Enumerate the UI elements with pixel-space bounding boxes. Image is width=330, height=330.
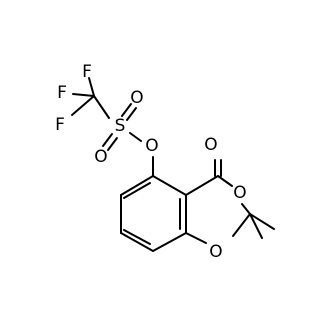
bond-c5-c6-inner <box>123 182 151 199</box>
bond-c-s <box>93 95 110 119</box>
bond-s-o-up-b <box>126 107 137 121</box>
atom-o-ring-1: O <box>209 242 222 262</box>
atom-f2: F <box>57 83 67 103</box>
atom-o-carbonyl: O <box>204 135 217 155</box>
bond-c7-c8-inner <box>123 229 151 245</box>
bonds <box>71 77 275 252</box>
atom-f3: F <box>55 115 65 135</box>
bond-c2-me1 <box>249 213 275 230</box>
atom-s: S <box>115 116 126 136</box>
bond-c2-o1 <box>232 213 251 237</box>
atom-o-ester: O <box>145 136 158 156</box>
bond-c7-c8 <box>120 232 154 252</box>
bond-c4a-c4 <box>185 175 219 196</box>
bond-o1-c8a <box>185 232 207 244</box>
bond-s-o-down-b <box>107 137 118 151</box>
bond-c8-c8a <box>152 232 187 252</box>
bond-c4-o3 <box>217 175 233 187</box>
bond-c-f3 <box>71 95 95 116</box>
atom-f1: F <box>82 62 92 82</box>
bond-s-o-up-a <box>121 103 132 117</box>
bond-s-o-down-a <box>102 133 113 147</box>
bond-c-f1 <box>88 77 95 97</box>
atom-o-sulfonyl-1: O <box>130 88 143 108</box>
bond-c-f2 <box>72 93 95 97</box>
bond-s-o-ester <box>129 132 142 142</box>
atom-o-ring-3: O <box>233 183 246 203</box>
bond-o3-c2 <box>241 203 251 215</box>
bond-c5-c6 <box>120 175 154 196</box>
atom-o-sulfonyl-2: O <box>94 147 107 167</box>
bond-c4a-c5 <box>152 175 187 196</box>
bond-c2-me2 <box>249 213 263 239</box>
atom-labels: F F F S O O O O O O <box>55 62 247 262</box>
